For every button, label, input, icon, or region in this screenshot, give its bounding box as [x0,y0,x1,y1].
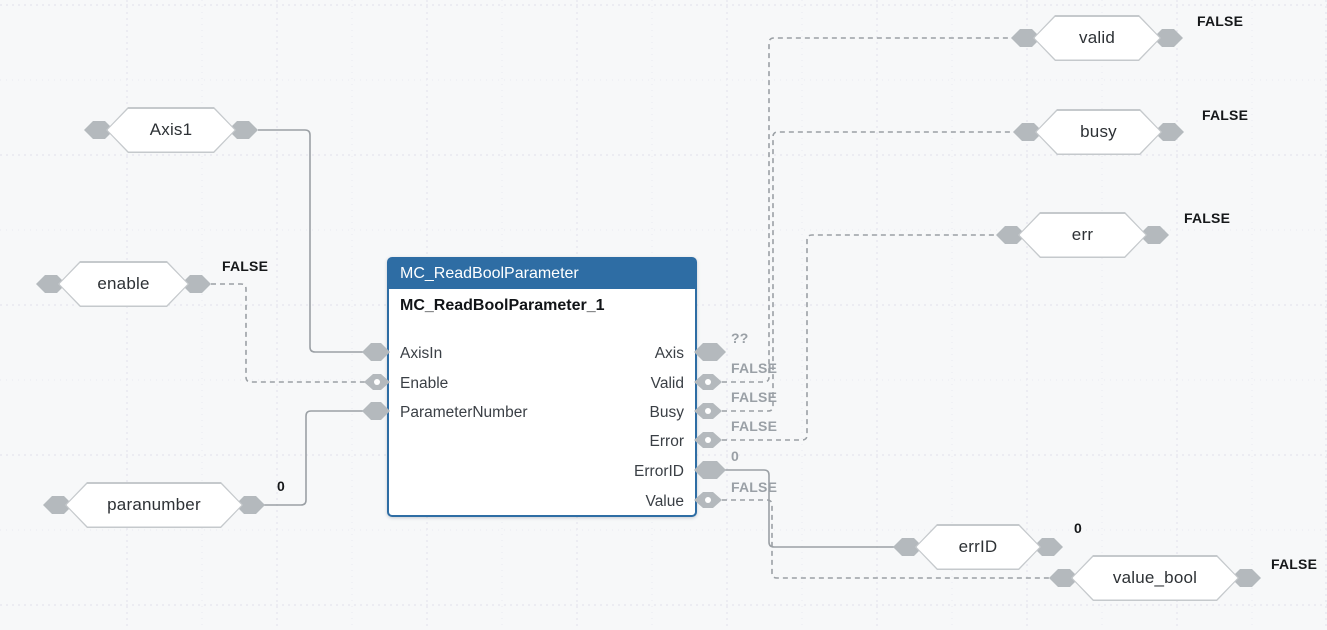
wire-valid-to-valid[interactable] [722,37,1013,383]
wire-axis1-to-axisin[interactable] [258,129,363,353]
variable-tag-enable[interactable]: enable [36,261,211,307]
bool-pin-dot [705,379,711,385]
tag-label: valid [1079,28,1115,47]
tag-shape: enable [58,261,189,307]
block-pin-value[interactable] [694,492,722,508]
tag-label: errID [958,537,998,556]
block-output-value-valid: FALSE [731,360,778,376]
tag-value-enable: FALSE [222,258,269,274]
wire-paranumber-to-parameternumber[interactable] [264,410,363,506]
tag-right-pin[interactable] [1033,538,1063,556]
block-pin-busy[interactable] [694,403,722,419]
block-pin-errorid[interactable] [694,461,726,479]
tag-label: enable [97,274,150,293]
wire-busy-to-busy[interactable] [722,131,1015,412]
block-instance-name: MC_ReadBoolParameter_1 [400,297,605,314]
variable-tag-axis1[interactable]: Axis1 [84,107,258,153]
tag-label: busy [1080,122,1117,141]
bool-pin-dot [705,497,711,503]
tag-right-pin[interactable] [1154,123,1184,141]
bool-pin-dot [705,408,711,414]
wire-error-to-err[interactable] [722,234,998,441]
tag-shape: valid [1033,15,1161,61]
tag-label: value_bool [1112,568,1198,587]
block-output-label-axis: Axis [654,345,684,362]
tag-right-pin[interactable] [235,496,265,514]
tag-value-err: FALSE [1184,210,1231,226]
tag-shape: paranumber [65,482,243,528]
bool-pin-dot [705,437,711,443]
block-output-value-busy: FALSE [731,389,778,405]
variable-tag-value-bool[interactable]: value_bool [1049,555,1261,601]
block-output-value-errorid: 0 [731,448,739,464]
block-output-label-errorid: ErrorID [634,463,684,480]
block-pin-valid[interactable] [694,374,722,390]
tag-shape: err [1018,212,1147,258]
wire-value-to-valuebool[interactable] [722,499,1051,579]
block-output-label-busy: Busy [649,404,684,421]
block-pin-enable[interactable] [364,374,390,390]
variable-tag-paranumber[interactable]: paranumber [43,482,265,528]
tag-right-pin[interactable] [228,121,258,139]
bool-pin-dot [374,379,380,385]
tag-left-pin[interactable] [43,496,73,514]
block-input-label-axisin: AxisIn [400,345,443,362]
tag-left-pin[interactable] [893,538,923,556]
tag-right-pin[interactable] [1139,226,1169,244]
block-input-label-enable: Enable [400,375,449,392]
block-pin-parameternumber[interactable] [362,402,390,420]
variable-tag-valid[interactable]: valid [1011,15,1183,61]
tag-shape: errID [915,524,1041,570]
wire-enable-to-enable[interactable] [211,283,365,383]
block-output-value-value: FALSE [731,479,778,495]
block-output-label-valid: Valid [650,375,684,392]
tag-left-pin[interactable] [1013,123,1043,141]
block-output-label-value: Value [645,493,685,510]
tag-label: Axis1 [149,120,193,139]
tag-left-pin[interactable] [1011,29,1041,47]
tag-shape: value_bool [1071,555,1239,601]
tag-shape: busy [1035,109,1162,155]
block-input-label-parameternumber: ParameterNumber [400,404,528,421]
block-pin-error[interactable] [694,432,722,448]
block-output-label-error: Error [649,433,684,450]
tag-value-valid: FALSE [1197,13,1244,29]
block-pin-axisin[interactable] [362,343,390,361]
block-pin-axis[interactable] [694,343,726,361]
tag-left-pin[interactable] [1049,569,1079,587]
tag-left-pin[interactable] [84,121,114,139]
tag-shape: Axis1 [106,107,236,153]
tag-right-pin[interactable] [1153,29,1183,47]
tag-value-value-bool: FALSE [1271,556,1318,572]
tag-value-busy: FALSE [1202,107,1249,123]
variable-tag-err[interactable]: err [996,212,1169,258]
tag-left-pin[interactable] [996,226,1026,244]
variable-tag-busy[interactable]: busy [1013,109,1184,155]
function-block-mc-readboolparameter[interactable]: MC_ReadBoolParameter MC_ReadBoolParamete… [387,257,697,517]
block-output-value-axis: ?? [731,330,749,346]
tag-label: err [1071,225,1094,244]
tag-left-pin[interactable] [36,275,66,293]
block-output-value-error: FALSE [731,418,778,434]
variable-tag-errid[interactable]: errID [893,524,1063,570]
tag-right-pin[interactable] [181,275,211,293]
tag-value-errid: 0 [1074,520,1082,536]
tag-right-pin[interactable] [1231,569,1261,587]
tag-value-paranumber: 0 [277,478,285,494]
tag-label: paranumber [107,495,201,514]
block-type-name: MC_ReadBoolParameter [389,259,695,289]
